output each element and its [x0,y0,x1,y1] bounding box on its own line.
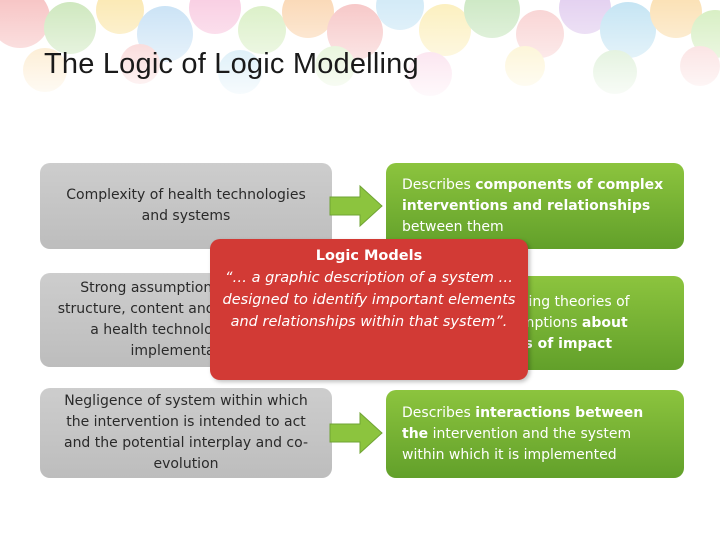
row-1-model-text: Describes components of complex interven… [402,176,664,235]
arrow-right-icon [329,184,383,228]
row-3-model-box: Describes interactions between the inter… [386,390,684,478]
callout-quote: “… a graphic description of a system … d… [222,270,516,330]
row-1-challenge-box: Complexity of health technologies and sy… [40,163,332,249]
arrow-right-icon [329,411,383,455]
callout-heading: Logic Models [315,248,423,264]
puzzle-banner [0,0,720,112]
row-1-model-box: Describes components of complex interven… [386,163,684,249]
logic-models-callout: Logic Models “… a graphic description of… [210,239,528,380]
row-3-challenge-box: Negligence of system within which the in… [40,388,332,478]
row-3-challenge-text: Negligence of system within which the in… [63,393,308,472]
row-1-challenge-text: Complexity of health technologies and sy… [66,187,306,224]
row-3-model-text: Describes interactions between the inter… [402,404,644,463]
slide-title: The Logic of Logic Modelling [44,48,419,80]
